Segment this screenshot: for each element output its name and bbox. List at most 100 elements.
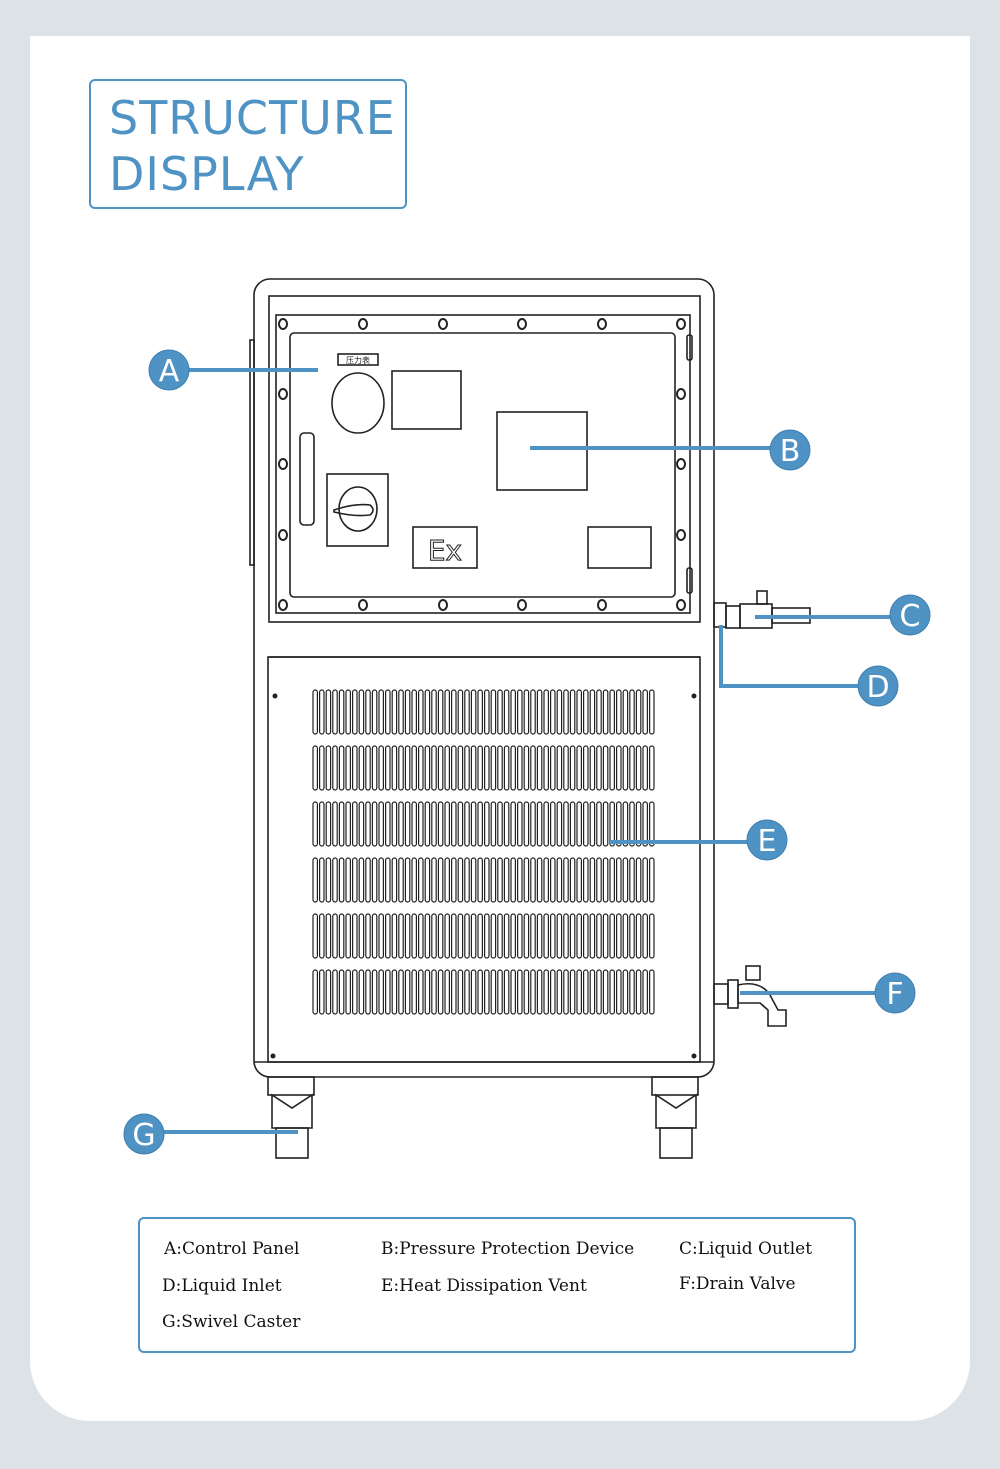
vent-slot — [576, 857, 583, 903]
vent-slot — [556, 689, 563, 735]
pressure-gauge — [331, 372, 385, 434]
vent-slot — [635, 913, 642, 959]
vent-slot — [345, 689, 352, 735]
vent-slot — [365, 857, 371, 903]
vent-slot — [312, 745, 319, 791]
vent-slot — [648, 913, 655, 959]
machine-body — [253, 278, 715, 1078]
vent-slot — [622, 801, 629, 847]
gauge-label: 压力表 — [346, 355, 370, 365]
vent-slot — [576, 689, 583, 735]
vent-slot — [411, 801, 418, 847]
callout-letter: E — [758, 824, 777, 859]
vent-slot — [332, 745, 338, 791]
vent-slot — [404, 913, 411, 959]
vent-slot — [470, 745, 477, 791]
vent-slot — [378, 689, 385, 735]
vent-slot — [642, 689, 649, 735]
vent-slot — [398, 969, 404, 1015]
vent-slot — [543, 745, 550, 791]
vent-slot — [484, 913, 490, 959]
vent-slot — [352, 857, 358, 903]
vent-slot — [490, 857, 497, 903]
vent-slot — [391, 801, 398, 847]
callout-c: C — [889, 594, 931, 636]
vent-slot — [464, 689, 470, 735]
content-card — [30, 36, 970, 1421]
callout-g: G — [123, 1113, 165, 1155]
vent-slot — [497, 689, 503, 735]
vent-slot — [385, 745, 391, 791]
vent-slot — [635, 857, 642, 903]
bolt-icon — [597, 599, 607, 611]
vent-slot — [431, 913, 437, 959]
vent-slot — [576, 913, 583, 959]
vent-slot — [642, 913, 649, 959]
vent-slot — [563, 969, 569, 1015]
vent-slot — [629, 969, 635, 1015]
vent-slot — [602, 689, 609, 735]
callout-a: A — [148, 349, 190, 391]
title-line-2: DISPLAY — [109, 147, 305, 201]
vent-slot — [510, 801, 517, 847]
vent-slot — [629, 689, 635, 735]
vent-slot — [385, 969, 391, 1015]
vent-row — [312, 913, 655, 959]
vent-slot — [345, 745, 352, 791]
vent-slot — [418, 969, 424, 1015]
vent-slot — [556, 857, 563, 903]
vent-slot — [470, 913, 477, 959]
vent-slot — [503, 801, 510, 847]
vent-slot — [523, 969, 530, 1015]
vent-slot — [398, 689, 404, 735]
legend-item-f: F:Drain Valve — [679, 1274, 796, 1294]
vent-slot — [338, 689, 345, 735]
vent-row — [312, 689, 655, 735]
vent-slot — [477, 745, 484, 791]
gauge-label-box — [337, 353, 379, 366]
vent-slot — [549, 857, 556, 903]
legend-item-d: D:Liquid Inlet — [162, 1276, 282, 1296]
vent-slot — [510, 689, 517, 735]
vent-slot — [332, 689, 338, 735]
vent-slot — [589, 857, 596, 903]
vent-row — [312, 969, 655, 1015]
vent-slot — [523, 801, 530, 847]
vent-slot — [319, 969, 325, 1015]
bolt-icon — [358, 599, 368, 611]
vent-slot — [319, 913, 325, 959]
vent-slot — [497, 913, 503, 959]
vent-slot — [596, 689, 602, 735]
bolt-icon — [278, 388, 288, 400]
vent-slot — [464, 913, 470, 959]
vent-slot — [516, 857, 523, 903]
vent-slot — [470, 969, 477, 1015]
vent-slot — [431, 857, 437, 903]
vent-slot — [582, 689, 589, 735]
vent-slot — [622, 689, 629, 735]
vent-slot — [371, 689, 378, 735]
vent-slot — [325, 689, 332, 735]
vent-slot — [642, 969, 649, 1015]
vent-slot — [424, 689, 431, 735]
vent-slot — [484, 801, 490, 847]
vent-slot — [418, 745, 424, 791]
callout-b: B — [769, 429, 811, 471]
vent-slot — [365, 745, 371, 791]
vent-slot — [431, 969, 437, 1015]
bolt-icon — [278, 529, 288, 541]
vent-slot — [365, 969, 371, 1015]
vent-slot — [378, 857, 385, 903]
vent-slot — [319, 689, 325, 735]
vent-slot — [352, 969, 358, 1015]
callout-letter: A — [159, 354, 180, 389]
vent-slot — [549, 689, 556, 735]
vent-slot — [378, 801, 385, 847]
vent-slot — [437, 857, 444, 903]
vent-slot — [490, 913, 497, 959]
rotary-switch-plate — [326, 473, 389, 547]
control-panel-frame — [268, 295, 701, 623]
vent-slot — [536, 857, 543, 903]
vent-slot — [503, 745, 510, 791]
callout-letter: C — [900, 599, 921, 634]
